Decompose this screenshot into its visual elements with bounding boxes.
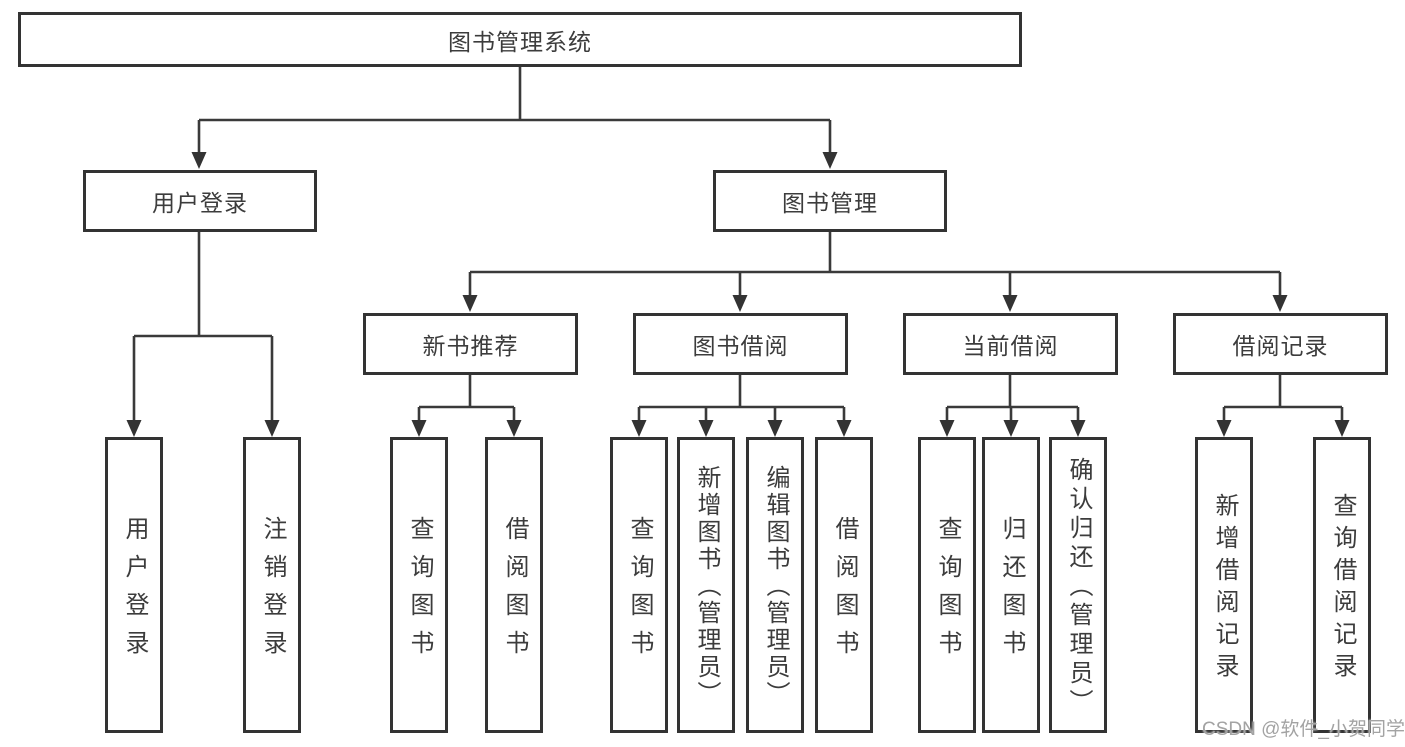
leaf-logout-label: 注销登录 (259, 516, 286, 668)
leaf-borrowing-add-books-admin: 新增图书（管理员） (677, 437, 735, 733)
leaf-recommend-borrow-books-label: 借阅图书 (501, 516, 528, 668)
leaf-records-add-record: 新增借阅记录 (1195, 437, 1253, 733)
leaf-borrowing-edit-books-admin: 编辑图书（管理员） (746, 437, 804, 733)
leaf-records-query-record: 查询借阅记录 (1313, 437, 1371, 733)
leaf-records-add-record-label: 新增借阅记录 (1211, 493, 1238, 685)
leaf-borrowing-borrow-books: 借阅图书 (815, 437, 873, 733)
leaf-recommend-borrow-books: 借阅图书 (485, 437, 543, 733)
csdn-watermark: CSDN @软件_小贺同学 (1202, 719, 1405, 740)
leaf-records-query-record-label: 查询借阅记录 (1329, 493, 1356, 685)
leaf-logout: 注销登录 (243, 437, 301, 733)
leaf-current-return-books: 归还图书 (982, 437, 1040, 733)
node-current-borrowing: 当前借阅 (903, 313, 1118, 375)
leaf-user-login: 用户登录 (105, 437, 163, 733)
node-borrowing-records: 借阅记录 (1173, 313, 1388, 375)
node-new-book-recommend-label: 新书推荐 (422, 333, 519, 359)
leaf-borrowing-query-books: 查询图书 (610, 437, 668, 733)
node-root: 图书管理系统 (18, 12, 1022, 67)
node-borrowing-records-label: 借阅记录 (1232, 333, 1329, 359)
leaf-borrowing-add-books-admin-label: 新增图书（管理员） (693, 465, 720, 708)
node-user-login: 用户登录 (83, 170, 317, 232)
leaf-recommend-query-books: 查询图书 (390, 437, 448, 733)
leaf-current-query-books: 查询图书 (918, 437, 976, 733)
node-book-management: 图书管理 (713, 170, 947, 232)
leaf-current-confirm-return-admin: 确认归还（管理员） (1049, 437, 1107, 733)
leaf-current-confirm-return-admin-label: 确认归还（管理员） (1065, 457, 1092, 718)
leaf-borrowing-edit-books-admin-label: 编辑图书（管理员） (762, 465, 789, 708)
node-current-borrowing-label: 当前借阅 (962, 333, 1059, 359)
node-book-borrowing-label: 图书借阅 (692, 333, 789, 359)
node-user-login-label: 用户登录 (152, 190, 248, 216)
leaf-recommend-query-books-label: 查询图书 (406, 516, 433, 668)
node-book-borrowing: 图书借阅 (633, 313, 848, 375)
leaf-user-login-label: 用户登录 (121, 516, 148, 668)
leaf-current-query-books-label: 查询图书 (934, 516, 961, 668)
leaf-current-return-books-label: 归还图书 (998, 516, 1025, 668)
node-root-label: 图书管理系统 (448, 28, 592, 55)
node-book-management-label: 图书管理 (782, 190, 878, 216)
node-new-book-recommend: 新书推荐 (363, 313, 578, 375)
leaf-borrowing-query-books-label: 查询图书 (626, 516, 653, 668)
leaf-borrowing-borrow-books-label: 借阅图书 (831, 516, 858, 668)
